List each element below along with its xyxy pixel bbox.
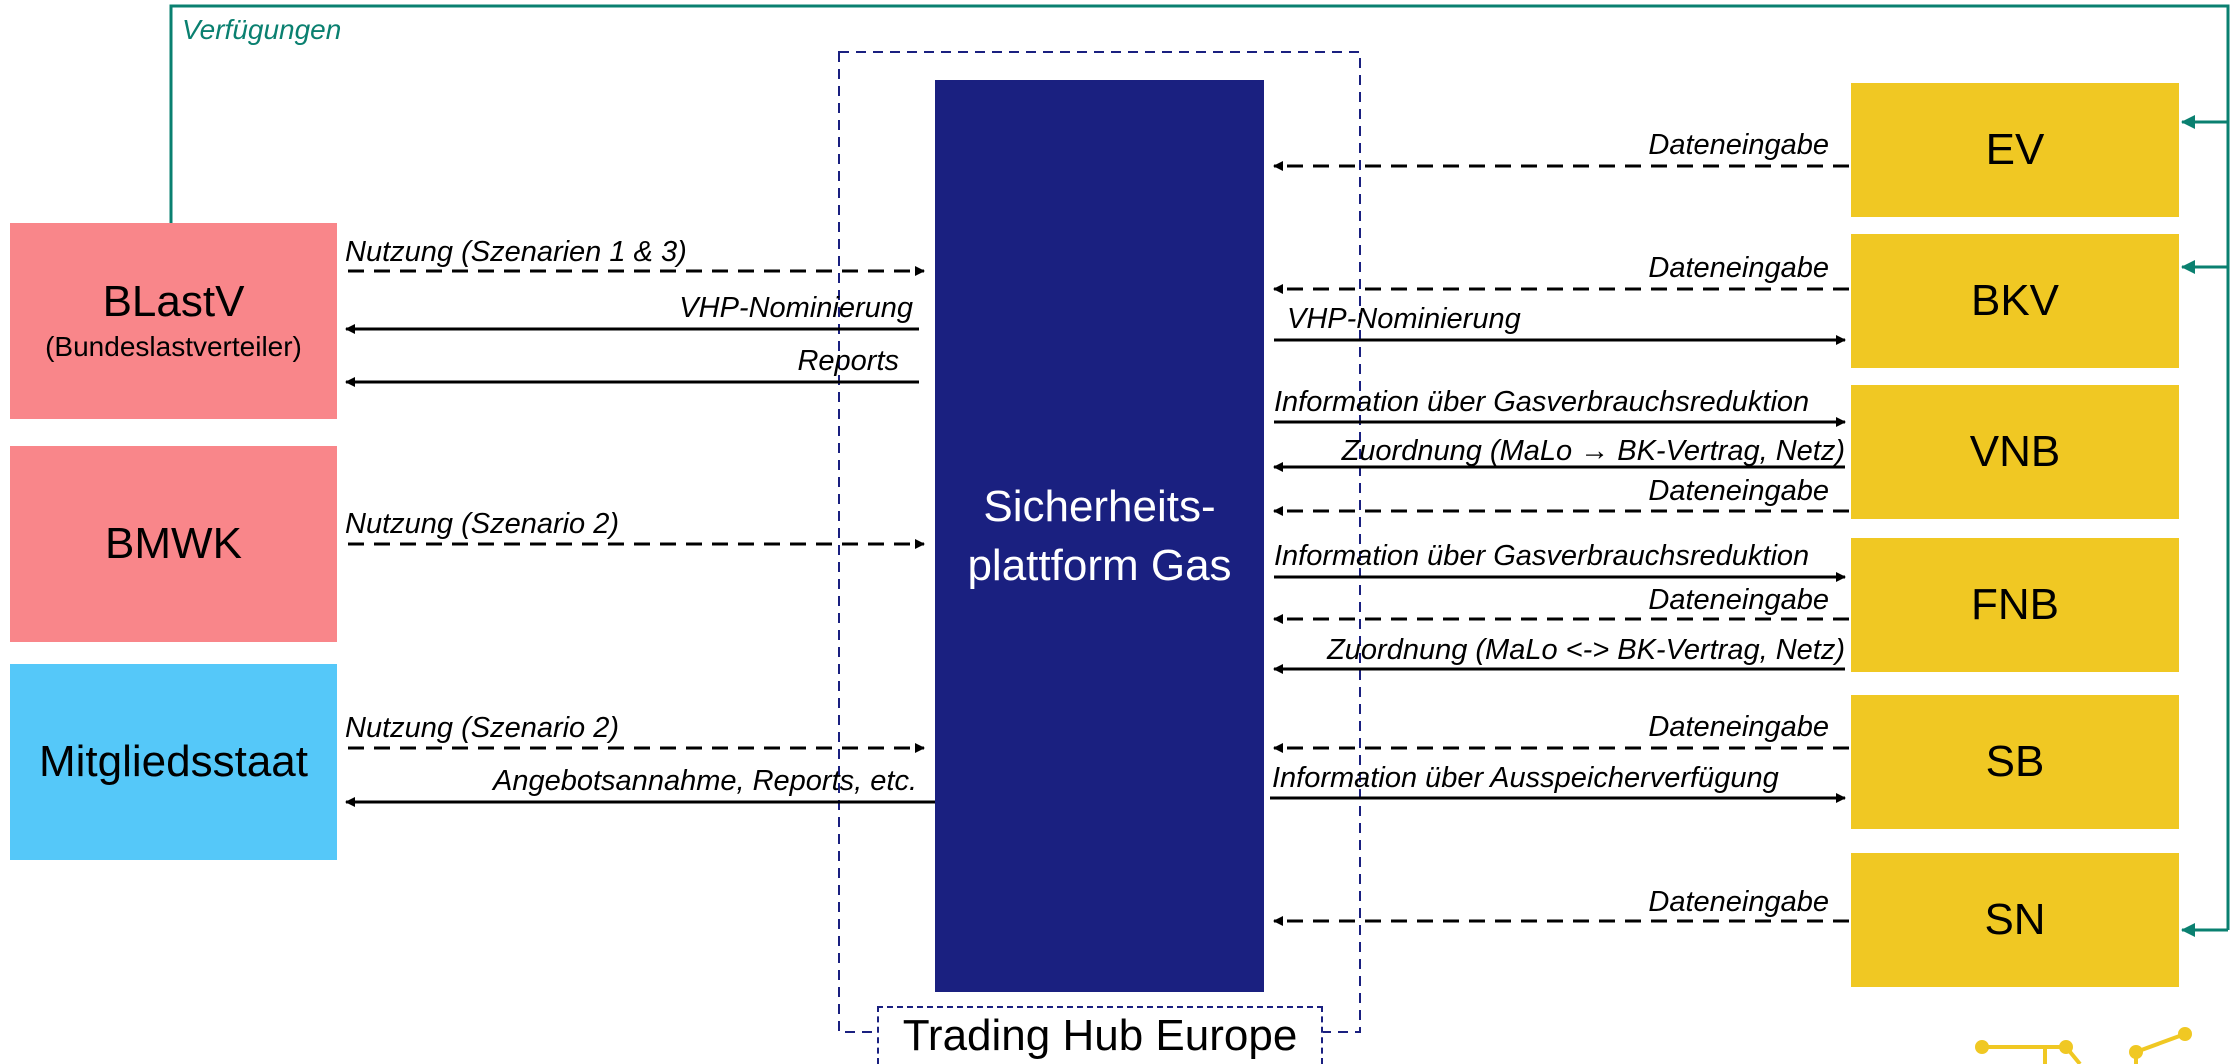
label-vnb-info: Information über Gasverbrauchsreduktion bbox=[1274, 386, 1810, 418]
verfuegungen-connector bbox=[169, 4, 2230, 930]
ev-box: EV bbox=[1851, 83, 2179, 217]
platform-title-line1: Sicherheits- bbox=[983, 481, 1216, 531]
blastv-subtitle: (Bundeslastverteiler) bbox=[45, 331, 302, 363]
fnb-title: FNB bbox=[1971, 579, 2059, 629]
label-vnb-assign: Zuordnung (MaLo → BK-Vertrag, Netz) bbox=[1341, 435, 1845, 467]
sn-title: SN bbox=[1984, 894, 2046, 944]
verfuegungen-label: Verfügungen bbox=[182, 14, 342, 45]
label-ms-usage: Nutzung (Szenario 2) bbox=[345, 712, 620, 744]
ev-title: EV bbox=[1985, 124, 2045, 174]
sn-box: SN bbox=[1851, 853, 2179, 987]
label-blastv-reports: Reports bbox=[797, 345, 899, 377]
mitgliedsstaat-box: Mitgliedsstaat bbox=[10, 664, 337, 860]
vnb-box: VNB bbox=[1851, 385, 2179, 519]
label-fnb-assign: Zuordnung (MaLo <-> BK-Vertrag, Netz) bbox=[1327, 634, 1845, 666]
label-fnb-data: Dateneingabe bbox=[1648, 584, 1829, 616]
logo-mark bbox=[1975, 1027, 2192, 1064]
label-vnb-data: Dateneingabe bbox=[1648, 475, 1829, 507]
label-bmwk-usage: Nutzung (Szenario 2) bbox=[345, 508, 620, 540]
bmwk-title: BMWK bbox=[105, 518, 242, 568]
fnb-box: FNB bbox=[1851, 538, 2179, 672]
label-blastv-usage: Nutzung (Szenarien 1 & 3) bbox=[345, 236, 687, 268]
bmwk-box: BMWK bbox=[10, 446, 337, 642]
platform-title-line2: plattform Gas bbox=[967, 541, 1232, 590]
label-bkv-data: Dateneingabe bbox=[1648, 252, 1829, 284]
vnb-title: VNB bbox=[1969, 426, 2061, 476]
blastv-box: BLastV (Bundeslastverteiler) bbox=[10, 223, 337, 419]
label-sb-info: Information über Ausspeicherverfügung bbox=[1272, 762, 1779, 794]
label-blastv-vhp: VHP-Nominierung bbox=[679, 292, 913, 324]
bkv-title: BKV bbox=[1970, 275, 2060, 325]
label-ms-offers: Angebotsannahme, Reports, etc. bbox=[493, 765, 917, 797]
label-bkv-vhp: VHP-Nominierung bbox=[1287, 303, 1521, 335]
sb-box: SB bbox=[1851, 695, 2179, 829]
label-ev-data: Dateneingabe bbox=[1648, 129, 1829, 161]
mitgliedsstaat-title: Mitgliedsstaat bbox=[38, 736, 308, 786]
label-fnb-info: Information über Gasverbrauchsreduktion bbox=[1274, 540, 1810, 572]
label-sb-data: Dateneingabe bbox=[1648, 711, 1829, 743]
trading-hub-boundary bbox=[838, 51, 1361, 1033]
label-sn-data: Dateneingabe bbox=[1648, 886, 1829, 918]
sb-title: SB bbox=[1985, 736, 2045, 786]
trading-hub-label: Trading Hub Europe bbox=[877, 1006, 1323, 1064]
bkv-box: BKV bbox=[1851, 234, 2179, 368]
platform-box: Sicherheits- plattform Gas bbox=[935, 80, 1264, 992]
blastv-title: BLastV bbox=[102, 277, 245, 326]
